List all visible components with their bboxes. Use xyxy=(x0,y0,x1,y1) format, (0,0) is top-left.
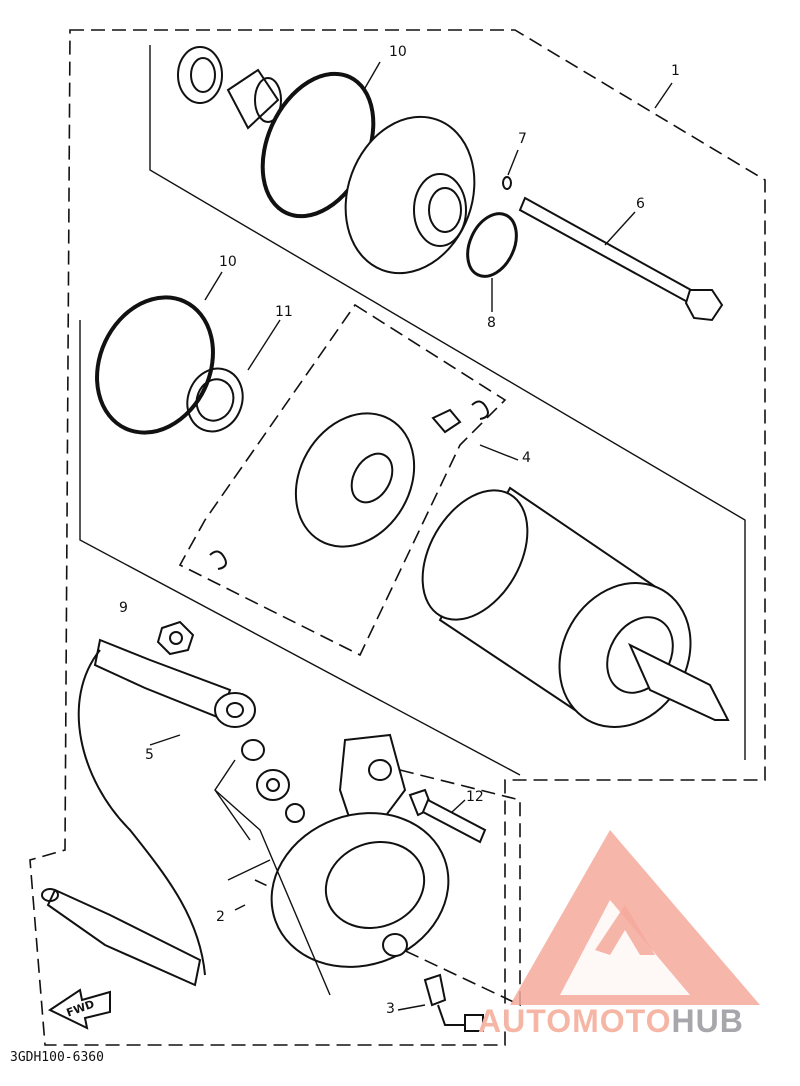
washer-insulator xyxy=(256,769,290,801)
o-ring-small xyxy=(285,803,305,823)
brush-spring-bottom xyxy=(209,550,227,570)
callout-5: 5 xyxy=(145,747,154,763)
watermark-text-part2: HUB xyxy=(671,1003,744,1039)
callout-1: 1 xyxy=(671,63,680,79)
callout-12: 12 xyxy=(466,789,484,805)
watermark-text: AUTOMOTOHUB xyxy=(478,1003,744,1040)
diagram-code: 3GDH100-6360 xyxy=(10,1050,104,1065)
callout-7: 7 xyxy=(518,131,527,147)
brush-block xyxy=(431,408,462,434)
nut-9 xyxy=(156,620,195,656)
assembly-outline-1 xyxy=(29,29,766,1046)
callout-8: 8 xyxy=(487,315,496,331)
through-bolt-part xyxy=(518,196,724,322)
terminal-bolt-3 xyxy=(423,973,484,1032)
washer-11 xyxy=(186,367,244,433)
o-ring-8 xyxy=(466,212,518,278)
o-ring-7 xyxy=(502,176,512,190)
washer-small xyxy=(241,739,265,761)
watermark-text-part1: AUTOMOTO xyxy=(478,1003,672,1039)
front-cover-part xyxy=(344,115,476,275)
callout-9: 9 xyxy=(119,600,128,616)
callout-10-top: 10 xyxy=(389,44,407,60)
callout-10-lower: 10 xyxy=(219,254,237,270)
lead-cable xyxy=(77,649,206,976)
rear-cover-part xyxy=(270,733,450,968)
callout-2: 2 xyxy=(216,909,225,925)
brush-plate-part xyxy=(294,412,416,548)
callout-11: 11 xyxy=(275,304,293,320)
o-ring-10-lower xyxy=(95,295,215,435)
fwd-arrow-icon xyxy=(47,988,111,1030)
brush-spring-top xyxy=(471,400,489,420)
callout-6: 6 xyxy=(636,196,645,212)
leader-lines xyxy=(149,61,673,1011)
watermark-logo xyxy=(510,830,760,1005)
callout-4: 4 xyxy=(522,450,531,466)
lead-wire-terminal-lower xyxy=(41,888,202,987)
needle-bearing-part xyxy=(226,68,282,130)
oil-seal-part xyxy=(177,46,223,104)
motor-yoke-part xyxy=(421,486,730,728)
lead-wire-terminal-5 xyxy=(93,638,256,728)
plane-line-top xyxy=(149,45,746,760)
callout-3: 3 xyxy=(386,1001,395,1017)
assembly-outline-4 xyxy=(178,303,507,657)
bolt-12 xyxy=(408,788,487,844)
plane-line-mid xyxy=(79,320,521,776)
